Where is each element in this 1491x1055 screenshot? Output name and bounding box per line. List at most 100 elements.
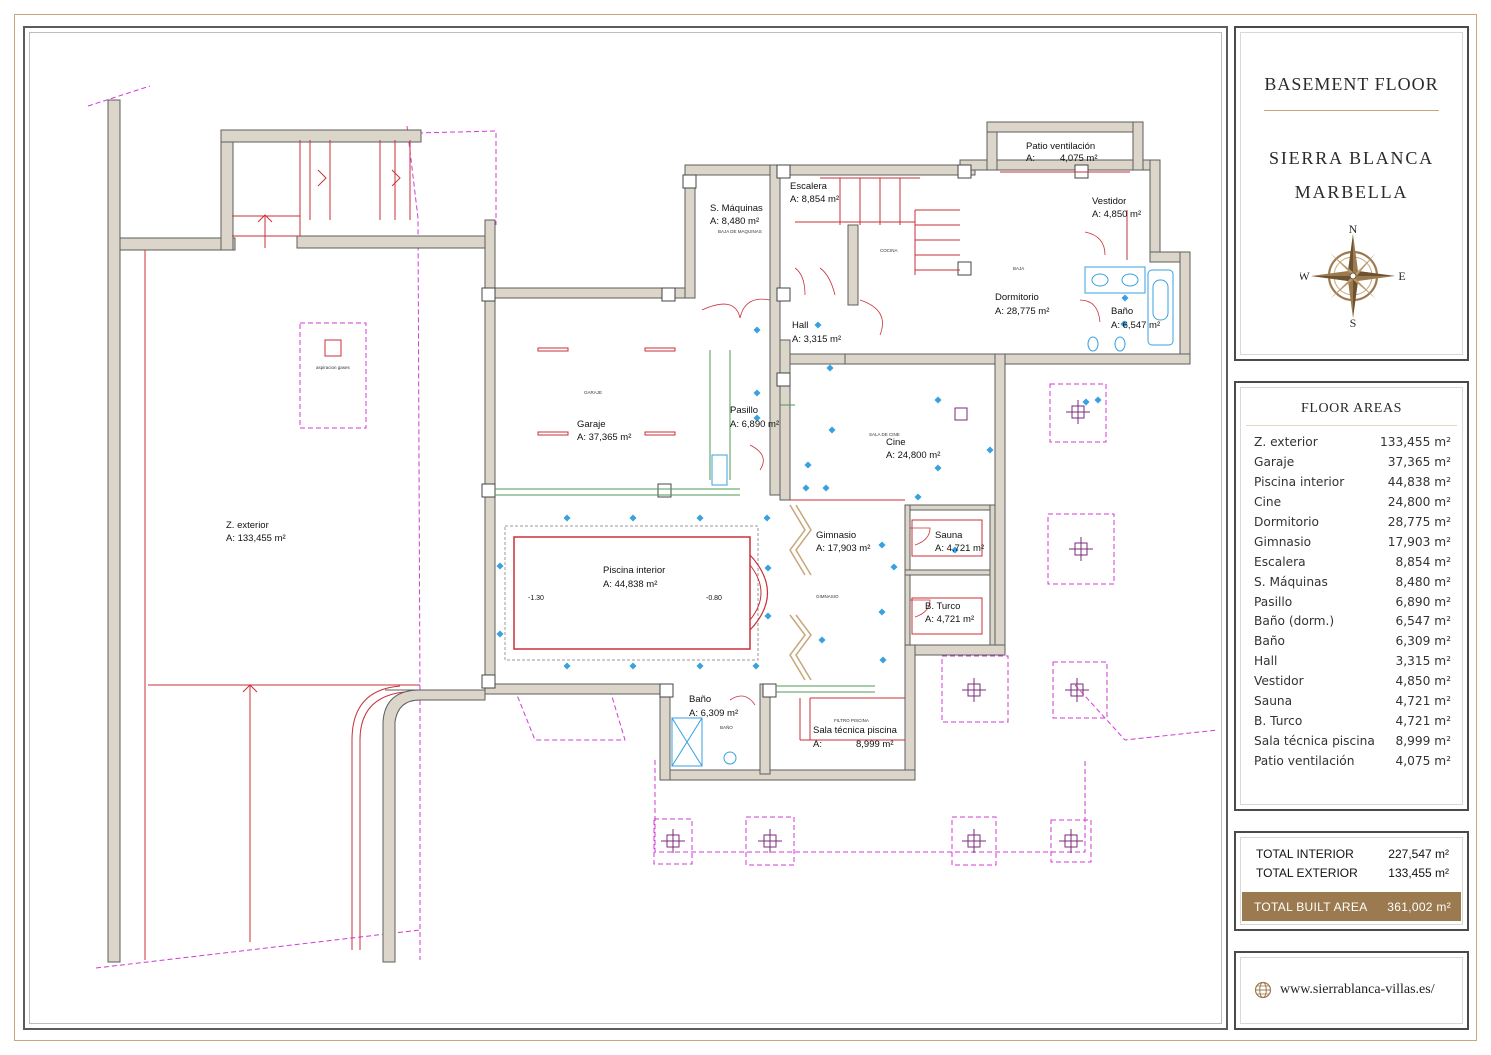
room-name-pasillo: Pasillo (730, 405, 758, 416)
room-area-gimnasio: A: 17,903 m² (816, 543, 870, 554)
area-name: Cine (1254, 494, 1282, 509)
room-area-cine: A: 24,800 m² (886, 450, 940, 461)
small-label-cocina: COCINA (880, 248, 898, 253)
area-value: 6,890 m² (1395, 594, 1451, 609)
room-area-sauna: A: 4,721 m² (935, 543, 984, 554)
area-value: 44,838 m² (1387, 474, 1451, 489)
compass-s: S (1350, 316, 1357, 328)
room-area-vestidor: A: 4,850 m² (1092, 209, 1141, 220)
area-name: Sauna (1254, 694, 1293, 709)
glass-partitions (495, 350, 875, 693)
pool (504, 525, 769, 661)
light-fixture-icon (753, 389, 761, 397)
boundary-lines (87, 85, 1219, 969)
area-name: Hall (1254, 654, 1278, 669)
light-fixture-icon (818, 636, 826, 644)
compass-e: E (1398, 269, 1405, 283)
small-label-bano: BAÑO (720, 724, 733, 730)
total-exterior-label: TOTAL EXTERIOR (1256, 866, 1358, 880)
total-built-label: TOTAL BUILT AREA (1254, 899, 1368, 914)
website-panel: www.sierrablanca-villas.es/ (1234, 951, 1469, 1030)
red-partitions (144, 140, 1130, 960)
room-name-turco: B. Turco (925, 601, 960, 612)
area-name: Patio ventilación (1254, 754, 1355, 768)
compass-w: W (1300, 269, 1310, 283)
columns (481, 164, 1089, 698)
room-area-patio: 4,075 m² (1060, 153, 1098, 164)
column-markers (324, 339, 1093, 853)
room-name-vestidor: Vestidor (1092, 196, 1126, 207)
light-fixture-icon (878, 541, 886, 549)
area-value: 8,999 m² (1395, 734, 1451, 749)
light-fixture-icon (804, 461, 812, 469)
room-name-hall: Hall (792, 320, 808, 331)
project-title-line2: MARBELLA (1294, 182, 1409, 202)
plan-frame (23, 26, 1228, 1030)
room-area-bano: A: 6,309 m² (689, 708, 738, 719)
area-name: Baño (dorm.) (1254, 614, 1335, 629)
area-name: Pasillo (1254, 594, 1293, 609)
area-name: S. Máquinas (1254, 574, 1328, 589)
light-fixture-icon (629, 514, 637, 522)
light-fixture-icon (822, 484, 830, 492)
small-label-maquinas: BAJA DE MAQUINAS (718, 229, 762, 234)
light-fixture-icon (753, 326, 761, 334)
title-separator (1264, 110, 1439, 111)
room-name-maquinas: S. Máquinas (710, 203, 763, 214)
website-link[interactable]: www.sierrablanca-villas.es/ (1254, 981, 1435, 999)
total-built-value: 361,002 m² (1387, 899, 1451, 914)
area-value: 28,775 m² (1387, 514, 1451, 529)
light-fixture-icon (879, 656, 887, 664)
floor-areas-title: FLOOR AREAS (1300, 401, 1403, 416)
total-exterior-value: 133,455 m² (1388, 866, 1449, 880)
gym-zigzag (789, 504, 812, 681)
light-fixture-icon (752, 662, 760, 670)
light-fixture-icon (890, 563, 898, 571)
area-value: 17,903 m² (1387, 534, 1451, 549)
compass-n: N (1349, 224, 1358, 236)
light-fixture-icon (753, 414, 761, 422)
room-name-z-exterior: Z. exterior (226, 520, 269, 531)
light-fixture-icon (878, 608, 886, 616)
pool-level-left: -1.30 (528, 595, 544, 602)
area-value: 8,854 m² (1395, 554, 1451, 569)
small-label-baja: BAJA (1013, 266, 1024, 271)
area-name: Piscina interior (1254, 474, 1345, 489)
room-labels: Z. exterior A: 133,455 m² Garaje A: 37,3… (226, 141, 1160, 750)
project-title-line1: SIERRA BLANCA (1269, 148, 1434, 168)
small-label-gases: aspiracion gases (316, 365, 351, 370)
compass-rose-icon: N S W E (1300, 224, 1406, 328)
light-fixture-icon (496, 630, 504, 638)
light-fixture-icon (951, 546, 959, 554)
light-fixture-icon (1094, 396, 1102, 404)
area-row: Baño (dorm.)6,547 m² (1254, 614, 1451, 634)
area-name: Z. exterior (1254, 435, 1318, 449)
room-area-sala-tecnica: 8,999 m² (856, 739, 894, 750)
room-area-prefix-patio: A: (1026, 153, 1035, 164)
page-border (14, 14, 1477, 1041)
area-value: 4,721 m² (1395, 694, 1451, 709)
room-area-escalera: A: 8,854 m² (790, 194, 839, 205)
total-exterior-row: TOTAL EXTERIOR 133,455 m² (1256, 866, 1449, 885)
room-name-cine: Cine (886, 437, 906, 448)
light-fixture-icon (1082, 398, 1090, 406)
website-url: www.sierrablanca-villas.es/ (1280, 982, 1435, 997)
small-label-cine: SALA DE CINE (869, 432, 900, 437)
globe-icon (1254, 981, 1272, 999)
small-label-gimnasio: GIMNASIO (816, 594, 839, 599)
small-label-garaje: GARAJE (584, 390, 602, 395)
area-name: Garaje (1254, 454, 1295, 469)
area-value: 4,075 m² (1395, 754, 1451, 768)
plan-inner-frame (29, 32, 1222, 1024)
bathroom-fixtures (671, 266, 1174, 767)
room-area-dormitorio: A: 28,775 m² (995, 306, 1049, 317)
light-fixture-icon (934, 396, 942, 404)
light-fixture-icon (828, 426, 836, 434)
room-name-gimnasio: Gimnasio (816, 530, 856, 541)
total-interior-label: TOTAL INTERIOR (1256, 847, 1354, 861)
room-area-bano-dorm: A: 6,547 m² (1111, 320, 1160, 331)
